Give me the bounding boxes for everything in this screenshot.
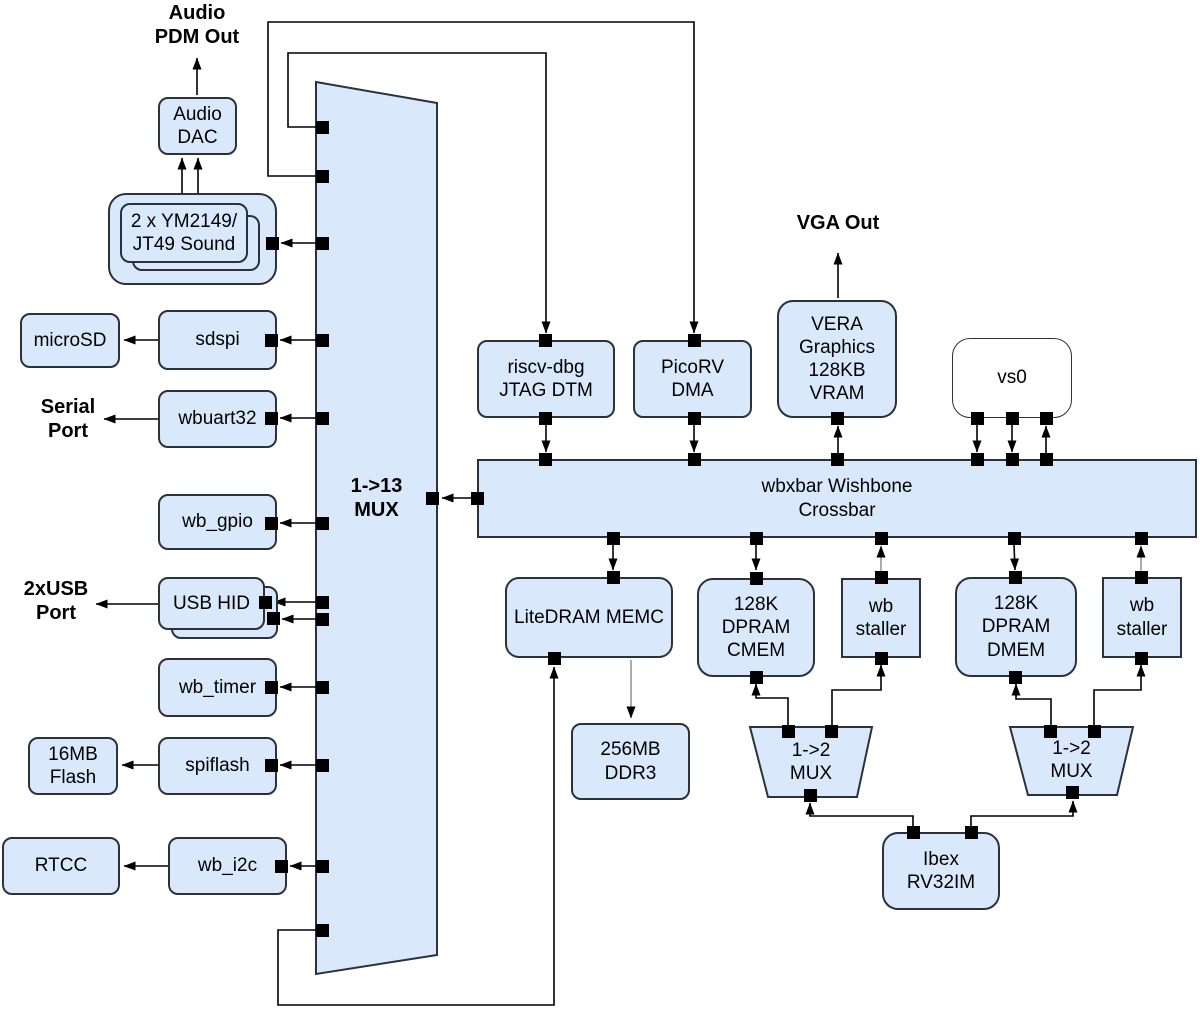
block-wbuart32: wbuart32	[158, 390, 277, 448]
connector	[287, 52, 551, 334]
block-dpram-cmem: 128K DPRAM CMEM	[697, 578, 815, 677]
block-label: wb staller	[1116, 595, 1168, 640]
label-mux-1-2-left: 1->2 MUX	[750, 735, 872, 789]
connector	[970, 800, 1078, 832]
block-label: wb staller	[855, 595, 907, 640]
label-text: Audio PDM Out	[154, 1, 240, 48]
block-label: Audio DAC	[173, 103, 222, 148]
block-16mb-flash: 16MB Flash	[28, 737, 118, 795]
label-text: VGA Out	[796, 211, 880, 234]
block-label: 16MB Flash	[48, 743, 98, 788]
mux-1-13-shape	[315, 80, 438, 976]
block-label: wb_timer	[178, 676, 257, 698]
block-label: 128K DPRAM DMEM	[981, 593, 1051, 661]
label-serial-port: Serial Port	[28, 396, 108, 442]
connector	[831, 664, 886, 727]
block-vs0: vs0	[952, 338, 1072, 418]
label-text: 1->2 MUX	[1050, 737, 1093, 782]
block-wb-gpio: wb_gpio	[158, 494, 277, 550]
block-audio-dac: Audio DAC	[158, 97, 237, 155]
connector	[1011, 683, 1052, 727]
block-litedram-memc: LiteDRAM MEMC	[505, 577, 673, 658]
connector	[267, 21, 699, 334]
label-mux-1-13: 1->13 MUX	[316, 472, 437, 524]
block-label: wbxbar Wishbone Crossbar	[761, 476, 913, 521]
block-label: vs0	[997, 367, 1027, 389]
block-label: RTCC	[34, 855, 88, 877]
label-mux-1-2-right: 1->2 MUX	[1010, 733, 1133, 787]
block-picorv-dma: PicoRV DMA	[633, 340, 752, 418]
block-256mb-ddr3: 256MB DDR3	[571, 723, 690, 800]
block-label: riscv-dbg JTAG DTM	[499, 356, 593, 401]
block-label: USB HID	[172, 592, 251, 614]
block-sdspi: sdspi	[158, 310, 277, 370]
block-label: 2 x YM2149/ JT49 Sound	[130, 210, 238, 255]
label-text: Serial Port	[40, 395, 96, 442]
block-label: wb_gpio	[182, 511, 253, 533]
block-sound: 2 x YM2149/ JT49 Sound	[120, 203, 248, 263]
block-label: VERA Graphics 128KB VRAM	[798, 313, 876, 405]
block-wb-staller-1: wb staller	[841, 578, 921, 658]
connector	[277, 666, 559, 1006]
block-wb-staller-2: wb staller	[1102, 577, 1182, 658]
connector	[751, 683, 789, 727]
label-text: 2xUSB Port	[23, 577, 89, 624]
block-label: PicoRV DMA	[660, 356, 724, 401]
block-usb-hid: USB HID	[158, 577, 265, 630]
label-text: 1->2 MUX	[789, 739, 833, 784]
block-label: LiteDRAM MEMC	[514, 606, 664, 628]
block-label: microSD	[33, 329, 107, 351]
block-dpram-dmem: 128K DPRAM DMEM	[955, 577, 1077, 677]
block-wb-timer: wb_timer	[158, 658, 277, 717]
block-label: sdspi	[195, 329, 240, 351]
block-label: wbuart32	[178, 408, 257, 430]
block-label: wb_i2c	[197, 855, 258, 877]
block-wbxbar-crossbar: wbxbar Wishbone Crossbar	[477, 459, 1197, 538]
block-riscv-dbg: riscv-dbg JTAG DTM	[477, 340, 615, 418]
label-2xusb-port: 2xUSB Port	[16, 578, 96, 624]
connector	[1093, 664, 1146, 727]
connector	[1010, 543, 1020, 571]
connectors	[95, 21, 1146, 1006]
block-label: 128K DPRAM CMEM	[721, 593, 791, 662]
block-spiflash: spiflash	[158, 737, 277, 795]
block-label: spiflash	[185, 755, 250, 777]
connector	[805, 802, 914, 832]
block-vera: VERA Graphics 128KB VRAM	[777, 300, 897, 418]
label-vga-out: VGA Out	[788, 210, 888, 236]
label-audio-pdm-out: Audio PDM Out	[135, 2, 259, 48]
block-microsd: microSD	[20, 313, 120, 368]
block-ibex-core: Ibex RV32IM	[882, 832, 1000, 910]
block-label: 256MB DDR3	[600, 739, 661, 784]
label-text: 1->13 MUX	[350, 474, 403, 521]
block-rtcc: RTCC	[2, 837, 120, 895]
block-wb-i2c: wb_i2c	[168, 837, 287, 895]
block-label: Ibex RV32IM	[906, 848, 976, 893]
